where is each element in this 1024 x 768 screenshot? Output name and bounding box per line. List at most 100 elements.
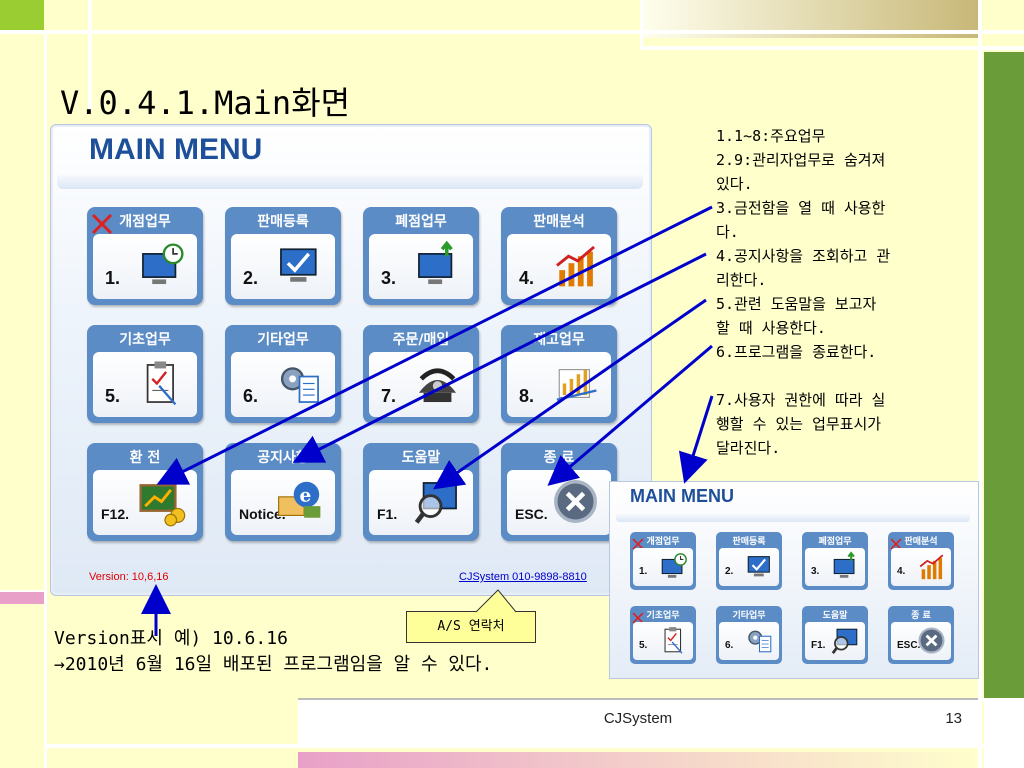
small-menu-header-bar xyxy=(616,512,970,522)
monitor-check-icon xyxy=(744,551,775,586)
monitor-magnifier-icon xyxy=(412,476,463,531)
small-tile-body: 4. xyxy=(891,548,951,586)
menu-tile-label: 종 료 xyxy=(543,450,575,466)
small-tile-body: 6. xyxy=(719,622,779,660)
monitor-clock-icon xyxy=(136,240,187,295)
telephone-icon xyxy=(412,358,463,413)
small-tile-number: 4. xyxy=(897,566,906,577)
close-circle-icon xyxy=(916,625,947,660)
menu-tile-number: 4. xyxy=(519,268,535,288)
frame-line xyxy=(88,0,92,110)
frame-block-right xyxy=(984,52,1024,698)
menu-tile-2[interactable]: 판매등록 2. xyxy=(225,207,341,305)
menu-tile-number: 3. xyxy=(381,268,397,288)
main-menu-title: MAIN MENU xyxy=(89,133,263,166)
menu-tile-number: 1. xyxy=(105,268,121,288)
small-tile-body: 1. xyxy=(633,548,693,586)
menu-tile-label: 기초업무 xyxy=(119,332,171,348)
menu-tile-body: 7. xyxy=(369,352,473,417)
note-line: 리한다. xyxy=(716,271,767,289)
gear-document-icon xyxy=(744,625,775,660)
frame-block-bottom-right xyxy=(984,698,1024,768)
small-tile-number: ESC. xyxy=(897,640,921,651)
menu-tile-body: F12. xyxy=(93,470,197,535)
menu-tile-label: 공지사항 xyxy=(257,450,309,466)
menu-tile-number: 5. xyxy=(105,386,121,406)
frame-line xyxy=(980,698,1024,702)
svg-text:e: e xyxy=(300,486,312,507)
small-tile-label: 도움말 xyxy=(822,611,848,621)
menu-tile-7[interactable]: 주문/매입 7. xyxy=(363,325,479,423)
menu-tile-8[interactable]: 재고업무 8. xyxy=(501,325,617,423)
small-tile-label: 판매분석 xyxy=(904,537,938,547)
small-tile-number: 5. xyxy=(639,640,648,651)
monitor-clock-icon xyxy=(658,551,689,586)
menu-tile-label: 폐점업무 xyxy=(395,214,447,230)
menu-tile-label: 기타업무 xyxy=(257,332,309,348)
small-menu-tile-5[interactable]: 기초업무 5. xyxy=(630,606,696,664)
menu-tile-number: 2. xyxy=(243,268,259,288)
slide-title: V.0.4.1.Main화면 xyxy=(60,84,351,122)
note-line: 할 때 사용한다. xyxy=(716,319,826,337)
contact-link[interactable]: CJSystem 010-9898-8810 xyxy=(459,571,587,583)
small-tile-number: 6. xyxy=(725,640,734,651)
gear-document-icon xyxy=(274,358,325,413)
menu-tile-label: 도움말 xyxy=(401,450,441,466)
small-tile-number: 2. xyxy=(725,566,734,577)
note-line: 3.금전함을 열 때 사용한 xyxy=(716,199,886,217)
small-tile-label: 폐점업무 xyxy=(818,537,852,547)
small-menu-tile-8[interactable]: 종 료 ESC. xyxy=(888,606,954,664)
version-label: Version: 10,6,16 xyxy=(89,571,169,583)
menu-tile-body: 2. xyxy=(231,234,335,299)
menu-tile-3[interactable]: 폐점업무 3. xyxy=(363,207,479,305)
page-number: 13 xyxy=(945,710,962,727)
small-tile-body: 2. xyxy=(719,548,779,586)
menu-tile-11[interactable]: 도움말 F1. xyxy=(363,443,479,541)
disabled-x-icon xyxy=(632,535,644,554)
small-tile-label: 개점업무 xyxy=(646,537,680,547)
menu-tile-body: Notice.e xyxy=(231,470,335,535)
note-line: 4.공지사항을 조회하고 관 xyxy=(716,247,891,265)
menu-tile-label: 재고업무 xyxy=(533,332,585,348)
menu-tile-label: 주문/매입 xyxy=(392,332,450,348)
small-menu-tile-6[interactable]: 기타업무 6. xyxy=(716,606,782,664)
small-tile-label: 종 료 xyxy=(911,611,931,621)
small-tile-body: ESC. xyxy=(891,622,951,660)
small-tile-body: F1. xyxy=(805,622,865,660)
menu-tile-number: F12. xyxy=(101,506,130,522)
menu-tile-body: 1. xyxy=(93,234,197,299)
money-chart-icon xyxy=(136,476,187,531)
small-menu-tile-4[interactable]: 판매분석 4. xyxy=(888,532,954,590)
note-line: 있다. xyxy=(716,175,753,193)
version-note-line1: Version표시 예) 10.6.16 xyxy=(54,628,288,649)
menu-tile-body: 8. xyxy=(507,352,611,417)
version-note: Version표시 예) 10.6.16 →2010년 6월 16일 배포된 프… xyxy=(54,626,492,678)
footer-company: CJSystem xyxy=(603,710,673,727)
menu-header-bar xyxy=(57,171,643,189)
note-line: 달라진다. xyxy=(716,439,781,457)
small-tile-label: 기타업무 xyxy=(732,611,766,621)
menu-tile-number: F1. xyxy=(377,506,398,522)
note-line: 6.프로그램을 종료한다. xyxy=(716,343,877,361)
disabled-x-icon xyxy=(632,609,644,628)
version-note-line2: →2010년 6월 16일 배포된 프로그램임을 알 수 있다. xyxy=(54,654,493,675)
menu-tile-number: 7. xyxy=(381,386,397,406)
menu-tile-number: 8. xyxy=(519,386,535,406)
small-tile-label: 기초업무 xyxy=(646,611,680,621)
frame-line xyxy=(0,590,44,592)
menu-tile-body: 3. xyxy=(369,234,473,299)
menu-tile-5[interactable]: 기초업무 5. xyxy=(87,325,203,423)
note-line: 5.관련 도움말을 보고자 xyxy=(716,295,877,313)
menu-tile-label: 판매등록 xyxy=(257,214,309,230)
menu-tile-10[interactable]: 공지사항 Notice.e xyxy=(225,443,341,541)
as-contact-callout: A/S 연락처 xyxy=(406,611,536,643)
